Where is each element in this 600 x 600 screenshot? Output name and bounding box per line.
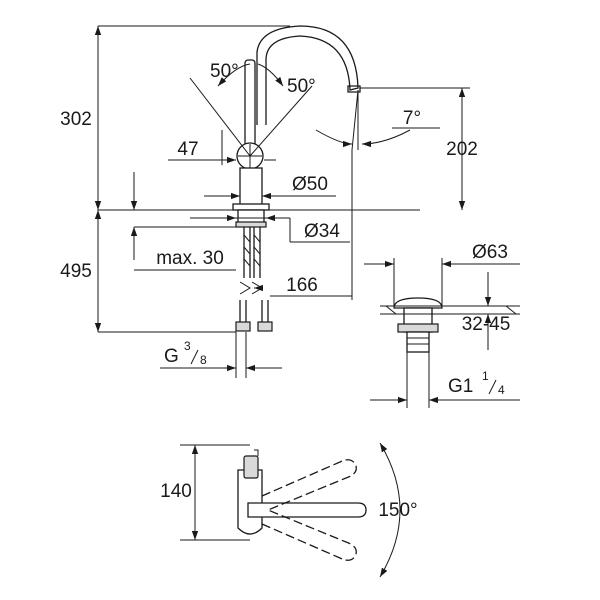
dim-reach: 166	[286, 275, 318, 296]
spout-outlet	[347, 85, 361, 93]
dim-waste-thread: G1	[448, 376, 473, 397]
plan-spout-rotated-up	[261, 459, 357, 511]
plan-spout	[247, 502, 367, 518]
spout-outer	[256, 25, 359, 125]
hose-end-right	[257, 321, 273, 332]
dim-waste-range: 32-45	[462, 314, 511, 335]
dim-rotation: 150°	[378, 500, 417, 521]
dim-waste-num: 1	[482, 369, 489, 383]
dim-waste-diameter: Ø63	[472, 242, 508, 263]
dim-lever-offset: 47	[177, 139, 198, 160]
faucet-body	[239, 167, 263, 209]
faucet-plan-view: 140 150°	[160, 442, 418, 578]
fixing-washer	[235, 221, 267, 228]
dim-connection-den: 8	[200, 353, 207, 367]
lever	[244, 59, 256, 149]
dim-swivel-left: 50°	[210, 61, 239, 82]
dim-spout-angle: 7°	[403, 108, 421, 129]
dim-below-deck: 495	[60, 261, 92, 282]
faucet-side-view: 302 202 495 50° 50° 47 7° Ø50	[60, 25, 478, 378]
hose-end-left	[235, 321, 251, 332]
base-plate	[232, 203, 270, 211]
plan-body	[237, 469, 263, 535]
plan-lever	[243, 455, 259, 479]
waste-detail: Ø63 32-45 G1 1 4	[364, 242, 520, 408]
dim-connection-num: 3	[184, 339, 191, 353]
dim-connection: G	[164, 346, 179, 367]
dim-spout-height: 202	[446, 139, 478, 160]
waste-nut	[397, 323, 439, 333]
dim-hole-diameter: Ø34	[304, 221, 340, 242]
waste-tail	[406, 331, 430, 353]
dim-waste-den: 4	[498, 383, 505, 397]
dim-swivel-right: 50°	[287, 76, 316, 97]
plan-spout-rotated-down	[261, 509, 357, 561]
dim-total-height: 302	[60, 109, 92, 130]
dim-max-thickness: max. 30	[156, 248, 224, 269]
dim-body-diameter: Ø50	[292, 174, 328, 195]
dim-plan-depth: 140	[160, 481, 192, 502]
